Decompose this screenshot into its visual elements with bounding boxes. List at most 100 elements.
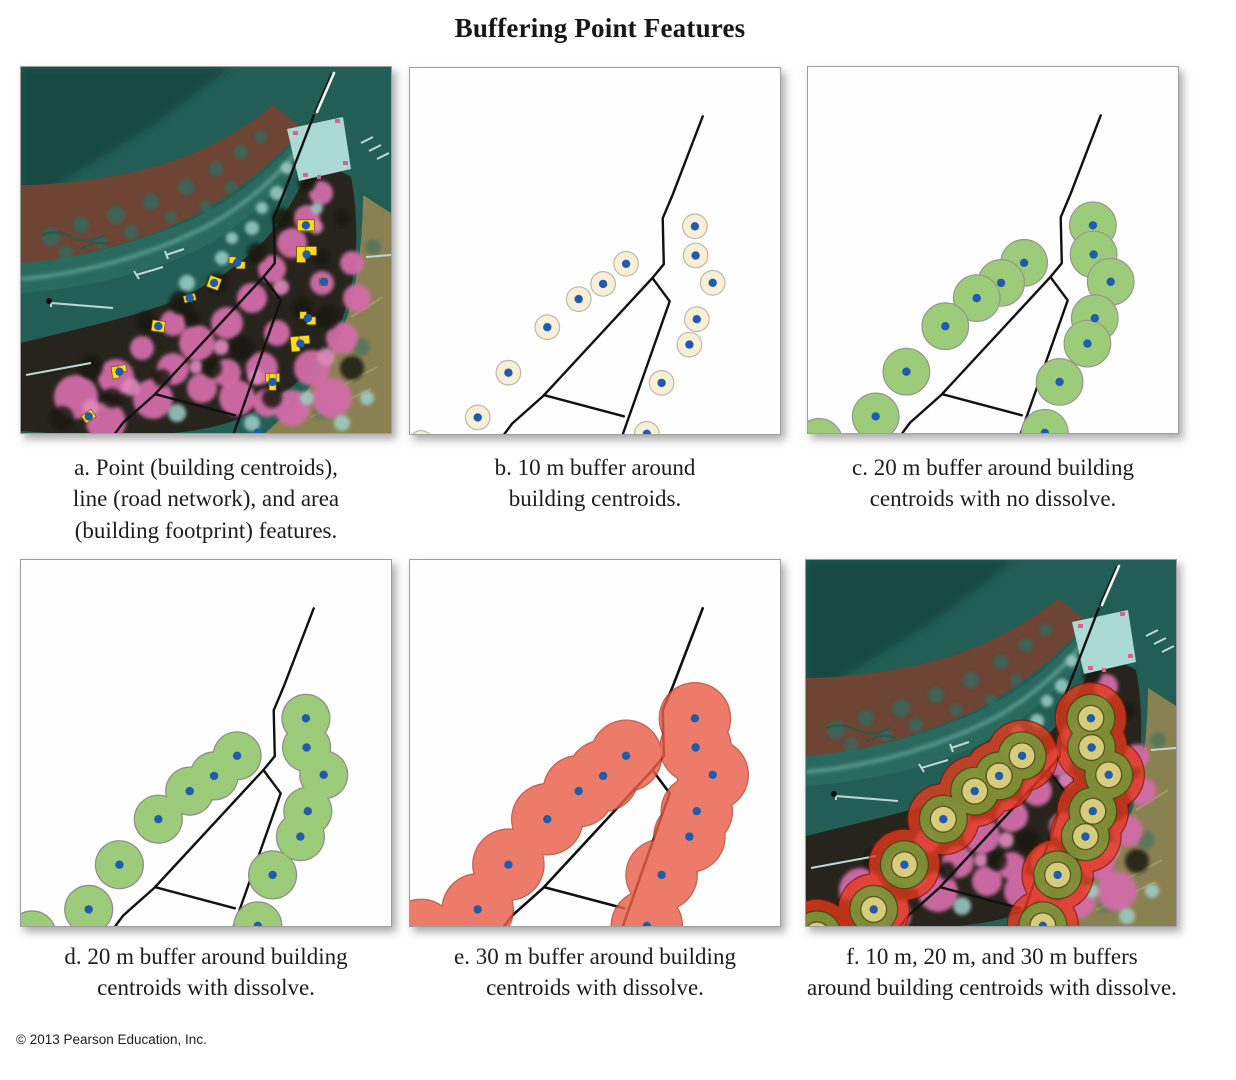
centroid-dot xyxy=(185,786,194,796)
map-a-photo-features xyxy=(21,67,391,433)
centroid-dot xyxy=(154,322,163,331)
caption-b: b. 10 m buffer around building centroids… xyxy=(494,455,696,512)
centroid-dot xyxy=(690,222,700,231)
panel-b-map xyxy=(409,67,781,435)
panel-f-map xyxy=(805,559,1177,927)
centroid-dot xyxy=(115,367,124,376)
centroid-dot xyxy=(869,905,878,914)
centroid-dot xyxy=(232,751,242,760)
buffer-20m-dissolved xyxy=(21,693,349,926)
centroid-dot xyxy=(871,412,880,421)
building-centroids xyxy=(84,221,328,433)
centroid-dot xyxy=(708,770,717,779)
centroid-dot xyxy=(1083,339,1092,348)
centroid-dot xyxy=(303,314,312,323)
centroid-dot xyxy=(302,743,311,752)
centroid-dot xyxy=(1053,870,1062,880)
centroid-dot xyxy=(657,378,666,388)
centroid-dot xyxy=(301,714,311,723)
centroid-dot xyxy=(657,870,666,880)
centroid-dot xyxy=(185,293,194,303)
centroid-dot xyxy=(543,323,552,332)
centroid-dot xyxy=(621,751,631,760)
centroid-dot xyxy=(302,250,311,259)
centroid-dot xyxy=(1040,428,1049,433)
building-centroids xyxy=(84,714,328,926)
centroid-dot xyxy=(1090,314,1099,323)
map-e-30m-dissolve xyxy=(410,607,749,926)
centroid-dot xyxy=(1019,258,1029,267)
centroid-dot xyxy=(1088,807,1097,816)
caption-a: a. Point (building centroids), line (roa… xyxy=(72,455,340,543)
centroid-dot xyxy=(692,315,701,324)
pier xyxy=(1100,564,1121,607)
figure-title: Buffering Point Features xyxy=(454,13,746,43)
centroid-dot xyxy=(319,770,328,779)
road-network xyxy=(900,114,1102,433)
centroid-dot xyxy=(504,860,513,869)
caption-c: c. 20 m buffer around building centroids… xyxy=(852,455,1134,512)
centroid-dot xyxy=(994,771,1004,781)
centroid-dot xyxy=(685,832,694,841)
road-network xyxy=(502,115,704,434)
centroid-dot xyxy=(154,815,163,824)
road-network xyxy=(113,607,315,926)
centroid-dot xyxy=(708,278,717,287)
centroid-dot xyxy=(253,428,262,433)
building-centroids xyxy=(473,222,717,434)
road-network xyxy=(113,114,315,433)
centroid-dot xyxy=(232,258,242,267)
centroid-dot xyxy=(972,293,981,303)
centroid-dot xyxy=(598,771,608,781)
map-d-20m-dissolve xyxy=(21,607,349,926)
centroid-dot xyxy=(296,832,305,841)
caption-e: e. 30 m buffer around building centroids… xyxy=(454,944,736,1001)
aerial-photo xyxy=(21,67,391,433)
centroid-dot xyxy=(473,413,482,422)
centroid-dot xyxy=(1055,377,1064,387)
centroid-dot xyxy=(691,743,700,752)
centroid-dot xyxy=(84,905,93,914)
centroid-dot xyxy=(543,815,552,824)
centroid-dot xyxy=(598,279,608,289)
centroid-dot xyxy=(685,340,694,349)
copyright-notice: © 2013 Pearson Education, Inc. xyxy=(16,1032,207,1047)
centroid-dot xyxy=(621,259,631,268)
centroid-dot xyxy=(268,377,277,387)
pier xyxy=(315,71,336,114)
centroid-dot xyxy=(1081,832,1090,841)
building-centroids xyxy=(869,714,1113,926)
panel-c-map xyxy=(807,66,1179,434)
centroid-dot xyxy=(84,412,93,421)
panel-e-map xyxy=(409,559,781,927)
centroid-dot xyxy=(1104,770,1113,779)
centroid-dot xyxy=(296,339,305,348)
centroid-dot xyxy=(1038,921,1047,926)
centroid-dot xyxy=(209,278,219,288)
centroid-dot xyxy=(574,786,583,796)
building-centroids xyxy=(473,714,717,926)
panel-d-map xyxy=(20,559,392,927)
map-b-10m-buffer xyxy=(411,115,726,434)
caption-f: f. 10 m, 20 m, and 30 m buffers around b… xyxy=(807,944,1177,1001)
centroid-dot xyxy=(642,921,651,926)
centroid-dot xyxy=(303,807,312,816)
centroid-dot xyxy=(642,429,651,434)
centroid-dot xyxy=(941,322,950,331)
centroid-dot xyxy=(691,251,700,260)
centroid-dot xyxy=(1088,221,1098,230)
centroid-dot xyxy=(574,294,583,304)
map-c-20m-no-dissolve xyxy=(808,114,1135,433)
centroid-dot xyxy=(301,221,311,230)
caption-d: d. 20 m buffer around building centroids… xyxy=(64,944,348,1001)
map-f-multi-ring-buffers xyxy=(806,560,1176,926)
centroid-dot xyxy=(692,807,701,816)
centroid-dot xyxy=(970,786,979,796)
centroid-dot xyxy=(1087,743,1096,752)
centroid-dot xyxy=(900,860,909,869)
panel-a-map xyxy=(20,66,392,434)
centroid-dot xyxy=(115,860,124,869)
centroid-dot xyxy=(253,921,262,926)
centroid-dot xyxy=(473,905,482,914)
